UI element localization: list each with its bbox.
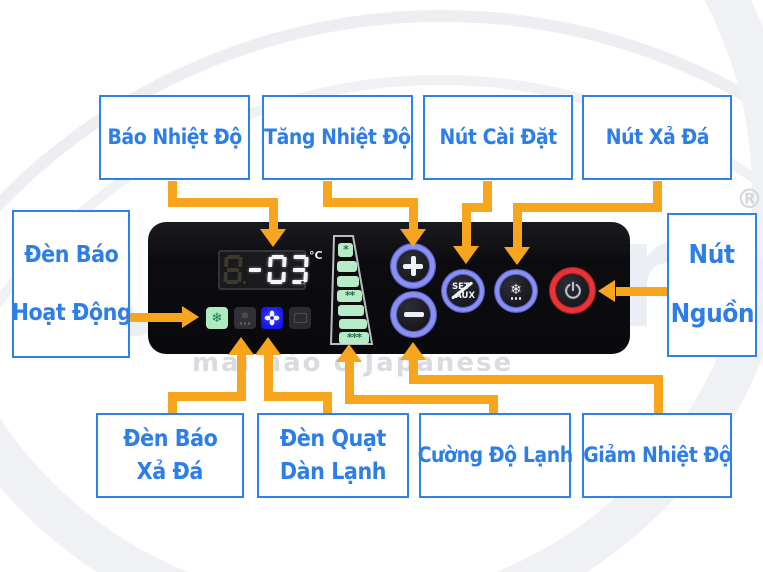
display-digit: [245, 255, 265, 284]
fan-blades-icon: [264, 310, 280, 326]
arrow-set: [462, 203, 492, 212]
arrow-run-light: [130, 313, 182, 322]
callout-label-line1: Đèn Quạt: [280, 426, 386, 453]
callout-den-bao-xa-da: Đèn Báo Xả Đá: [96, 413, 244, 498]
intensity-seg-2: [337, 261, 357, 272]
arrowhead-run-light: [182, 306, 199, 328]
fan-indicator-icon: [261, 307, 283, 329]
registered-mark: ®: [736, 184, 763, 215]
arrow-decrease: [654, 375, 663, 414]
arrow-defrost: [513, 203, 522, 249]
aux-indicator-icon: [289, 307, 311, 329]
arrow-defrost-light: [168, 392, 177, 414]
callout-label-line1: Cường Độ Lạnh: [417, 442, 573, 467]
callout-label-line1: Giảm Nhiệt Độ: [582, 442, 732, 467]
display-digit: [267, 255, 287, 284]
defrost-indicator-icon: ❄: [234, 307, 256, 329]
intensity-seg-5: [338, 305, 364, 316]
arrow-increase: [323, 181, 332, 207]
drip-dots-icon: [239, 322, 251, 325]
arrow-intensity: [489, 395, 498, 414]
display-dot: [243, 281, 246, 284]
seven-segment-digits: [223, 255, 309, 284]
arrow-defrost: [513, 203, 662, 212]
callout-giam-nhiet-do: Giảm Nhiệt Độ: [582, 413, 732, 498]
arrowhead-increase: [400, 229, 426, 247]
set-aux-button[interactable]: SET AUX: [442, 270, 484, 312]
callout-label: Nút Cài Đặt: [439, 124, 557, 149]
increase-temp-button[interactable]: [391, 244, 435, 288]
callout-label-line1: Đèn Báo: [23, 241, 119, 268]
minus-icon: [403, 304, 425, 326]
callout-label: Tăng Nhiệt Độ: [264, 124, 411, 149]
callout-nut-cai-dat: Nút Cài Đặt: [423, 95, 573, 180]
callout-bao-nhiet-do: Báo Nhiệt Độ: [99, 95, 250, 180]
arrow-set: [483, 181, 492, 212]
callout-den-quat-dan-lanh: Đèn Quạt Dàn Lạnh: [257, 413, 409, 498]
arrowhead-power: [598, 280, 615, 302]
arrowhead-intensity: [336, 344, 362, 362]
callout-label-line2: Hoạt Động: [11, 300, 131, 327]
arrowhead-decrease: [400, 342, 426, 360]
arrowhead-set: [453, 246, 479, 264]
display-digit: [223, 255, 243, 284]
callout-label-line2: Dàn Lạnh: [279, 458, 387, 485]
arrow-fan-light: [323, 392, 332, 414]
callout-label-line1: Nút: [688, 240, 736, 271]
arrow-set: [462, 203, 471, 247]
intensity-seg-7: ***: [339, 332, 369, 344]
aux-square-icon: [293, 313, 307, 323]
callout-den-bao-hoat-dong: Đèn Báo Hoạt Động: [11, 210, 131, 358]
intensity-seg-3: [337, 276, 359, 287]
arrow-display: [168, 198, 278, 207]
arrow-defrost-light: [237, 355, 246, 401]
intensity-seg-4: **: [337, 290, 362, 302]
defrost-button[interactable]: ❄: [495, 270, 537, 312]
arrow-increase: [409, 198, 418, 230]
arrowhead-defrost: [504, 247, 530, 265]
intensity-seg-1: *: [338, 243, 353, 257]
display-digit: [289, 255, 309, 284]
arrowhead-fan-light: [255, 337, 281, 355]
power-icon: [564, 281, 581, 299]
aux-label: AUX: [455, 291, 475, 301]
arrow-fan-light: [264, 392, 332, 401]
arrowhead-defrost-light: [228, 337, 254, 355]
callout-nut-xa-da: Nút Xả Đá: [582, 95, 732, 180]
defrost-icon: ❄: [510, 281, 522, 300]
callout-label: Báo Nhiệt Độ: [107, 124, 242, 149]
arrow-intensity: [345, 362, 354, 404]
power-button[interactable]: [550, 268, 595, 313]
callout-label-line1: Đèn Báo: [122, 426, 218, 453]
intensity-seg-6: [339, 319, 367, 329]
arrow-display: [269, 198, 278, 230]
celsius-unit-label: °C: [309, 249, 323, 262]
callout-label-line2: Nguồn: [670, 299, 754, 330]
callout-tang-nhiet-do: Tăng Nhiệt Độ: [262, 95, 413, 180]
arrowhead-display: [260, 229, 286, 247]
display-dot: [301, 281, 304, 284]
arrow-power: [616, 287, 667, 296]
set-aux-label: SET AUX: [446, 274, 480, 308]
arrow-fan-light: [264, 355, 273, 401]
snowflake-icon: ❄: [240, 310, 250, 322]
arrow-decrease: [409, 360, 418, 384]
arrow-defrost: [653, 181, 662, 212]
callout-label: Nút Xả Đá: [605, 124, 709, 149]
plus-icon: [402, 255, 424, 277]
set-label: SET: [452, 282, 470, 292]
arrow-intensity: [345, 395, 498, 404]
callout-cuong-do-lanh: Cường Độ Lạnh: [417, 413, 573, 498]
arrow-defrost-light: [168, 392, 246, 401]
decrease-temp-button[interactable]: [391, 292, 436, 337]
run-indicator-snowflake-icon: ❄: [206, 307, 228, 329]
arrow-decrease: [409, 375, 663, 384]
arrow-increase: [323, 198, 418, 207]
arrow-display: [168, 181, 177, 207]
callout-nut-nguon: Nút Nguồn: [667, 213, 757, 357]
callout-label-line2: Xả Đá: [136, 458, 204, 485]
